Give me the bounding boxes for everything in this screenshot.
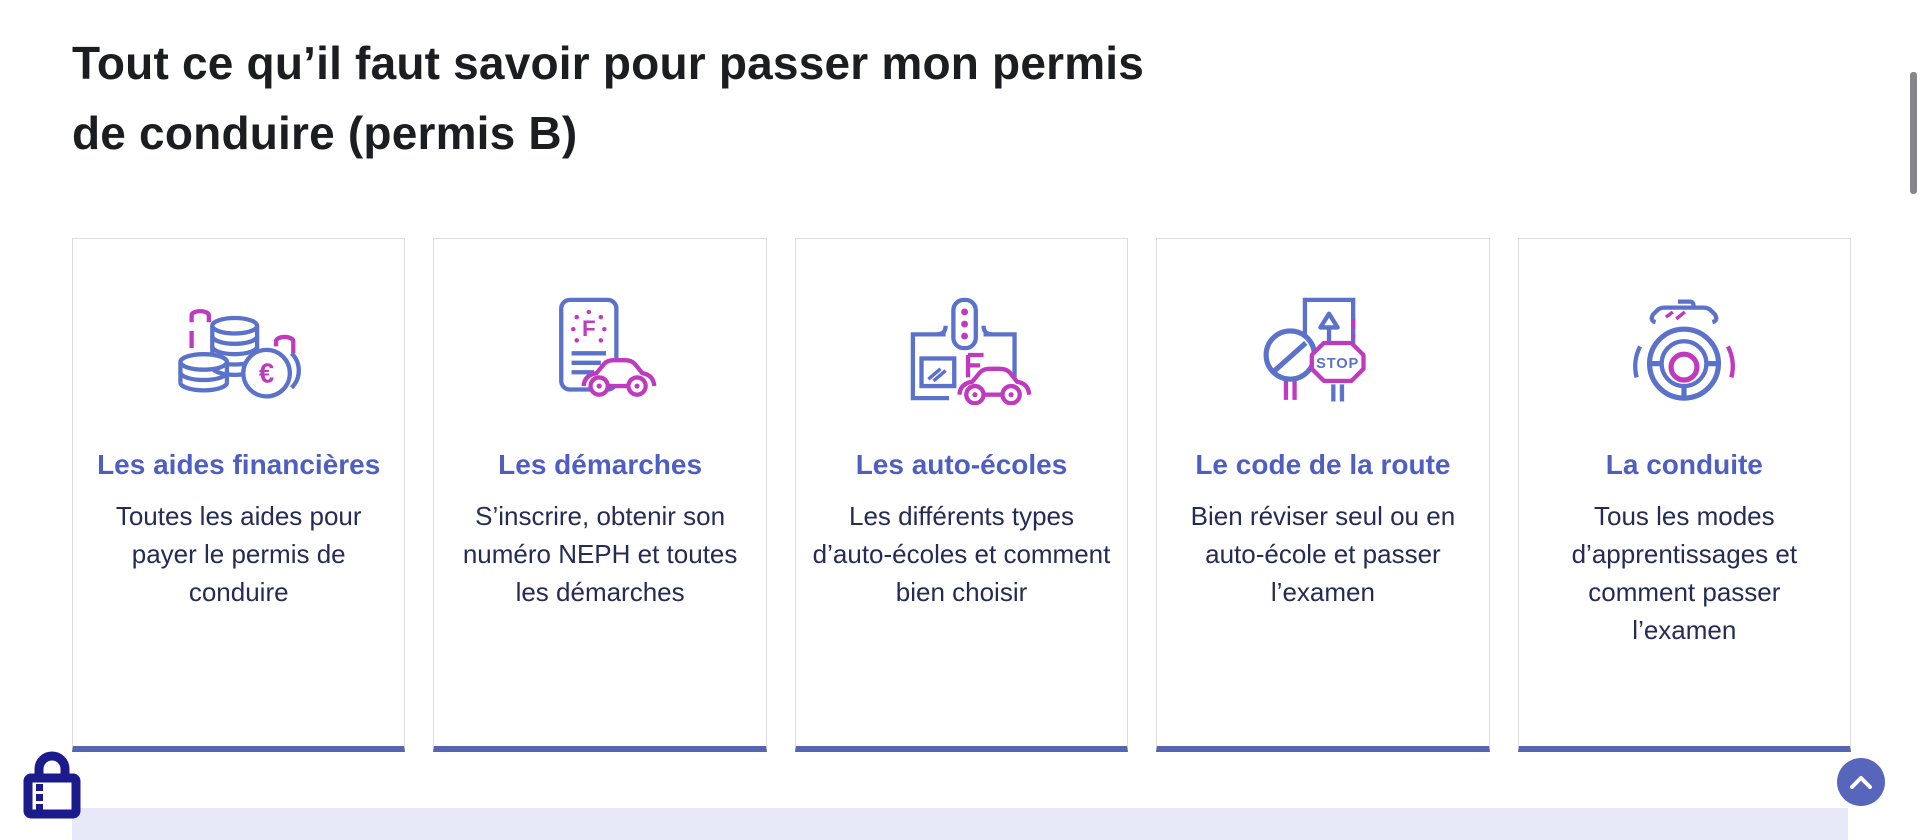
card-description: Bien réviser seul ou en auto-école et pa… [1190, 501, 1456, 607]
steering-wheel-icon [1599, 293, 1769, 405]
card-title-link[interactable]: Les aides financières [97, 449, 381, 480]
svg-text:STOP: STOP [1316, 356, 1359, 372]
card-title-link[interactable]: La conduite [1605, 449, 1763, 480]
card-demarches[interactable]: F Les démarches [433, 238, 767, 752]
scroll-to-top-button[interactable] [1837, 758, 1885, 806]
main-content: Tout ce qu’il faut savoir pour passer mo… [72, 0, 1852, 752]
road-signs-icon: STOP [1238, 293, 1408, 405]
chevron-up-icon [1850, 776, 1872, 789]
card-conduite[interactable]: La conduite Tous les modes d’apprentissa… [1517, 238, 1852, 752]
document-car-icon: F [515, 293, 685, 405]
topic-cards-row: € Les aides financières Toutes les aides… [72, 238, 1852, 752]
card-title-link[interactable]: Les démarches [498, 449, 703, 480]
svg-text:€: € [259, 358, 274, 389]
card-description: Les différents types d’auto-écoles et co… [812, 501, 1111, 607]
driving-school-icon [877, 293, 1047, 405]
card-code-route[interactable]: STOP Le code de la route Bien réviser se… [1156, 238, 1490, 752]
vertical-scrollbar-thumb[interactable] [1910, 72, 1917, 194]
card-description: S’inscrire, obtenir son numéro NEPH et t… [462, 501, 738, 607]
lock-icon[interactable] [22, 750, 82, 820]
card-description: Toutes les aides pour payer le permis de… [115, 501, 362, 607]
next-section-band [72, 808, 1848, 840]
card-title-link[interactable]: Les auto-écoles [855, 449, 1068, 480]
card-auto-ecoles[interactable]: Les auto-écoles Les différents types d’a… [794, 238, 1129, 752]
card-description: Tous les modes d’apprentissages et comme… [1571, 501, 1798, 645]
card-title-link[interactable]: Le code de la route [1195, 449, 1451, 480]
page-title: Tout ce qu’il faut savoir pour passer mo… [72, 37, 1145, 159]
svg-text:F: F [582, 316, 596, 341]
coins-euro-icon: € [154, 293, 324, 405]
card-aides-financieres[interactable]: € Les aides financières Toutes les aides… [72, 238, 406, 752]
